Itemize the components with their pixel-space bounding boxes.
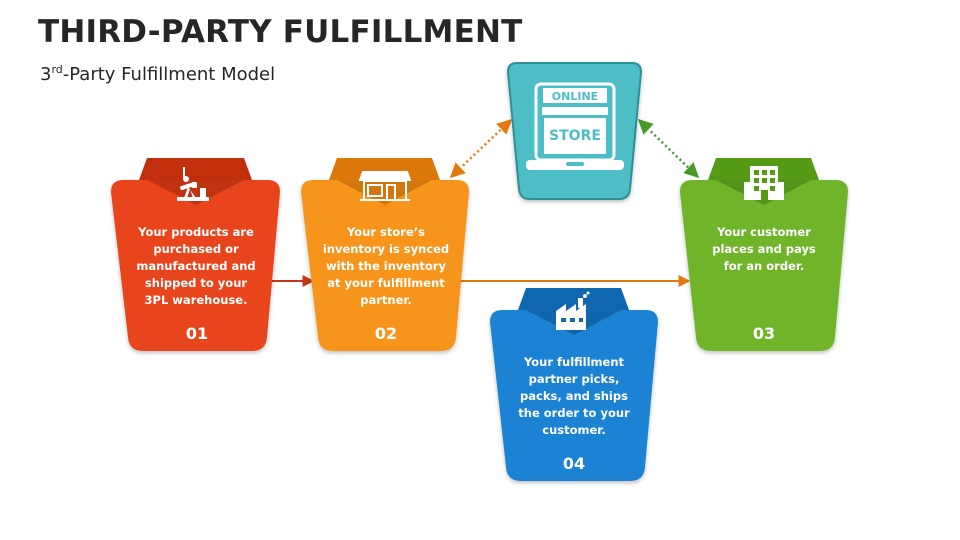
step-03-description: Your customer places and pays for an ord… [712,225,816,273]
step-card-04 [490,288,658,481]
storefront-laptop-icon [526,82,624,170]
step-01-number: 01 [185,324,209,343]
step-card-03 [680,158,848,351]
page-title: THIRD-PARTY FULFILLMENT [38,14,523,50]
step-01-description: Your products are purchased or manufactu… [136,225,256,307]
step-card-01 [111,158,280,351]
step-02-number: 02 [374,324,398,343]
arrow-02-store [449,118,513,179]
online-store-box: ONLINE STORE [506,62,643,200]
store-board-label: STORE [549,128,601,144]
step-04-description: Your fulfillment partner picks, packs, a… [518,355,630,437]
step-04-number: 04 [562,454,586,473]
step-03-number: 03 [752,324,776,343]
shop-icon [358,171,412,201]
store-sign-label: ONLINE [552,90,598,103]
factory-icon [556,291,590,330]
building-icon [744,166,784,200]
oil-pump-icon [177,167,209,201]
step-02-description: Your store’s inventory is synced with th… [322,225,450,307]
page-subtitle: 3rd-Party Fulfillment Model [40,63,276,85]
arrow-store-03 [637,118,700,179]
step-card-02 [301,158,469,351]
